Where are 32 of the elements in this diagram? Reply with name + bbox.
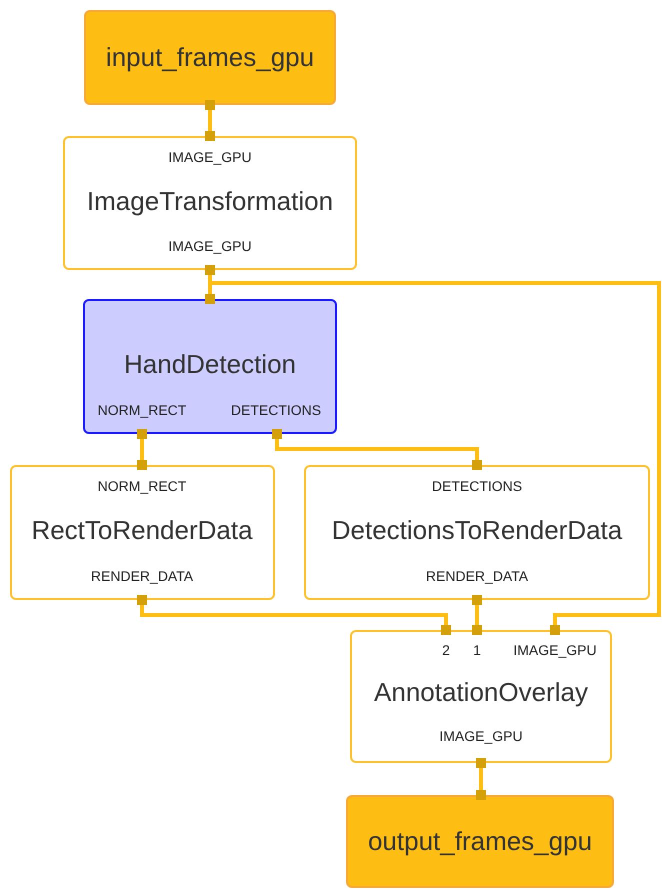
calculator-box bbox=[304, 465, 650, 600]
port-label: NORM_RECT bbox=[98, 479, 186, 493]
port-label: DETECTIONS bbox=[230, 403, 322, 417]
port-label: IMAGE_GPU bbox=[513, 643, 597, 657]
connector bbox=[137, 429, 147, 470]
calculator-box bbox=[63, 136, 357, 270]
connector bbox=[137, 595, 451, 635]
port-label: 1 bbox=[473, 643, 481, 657]
node-title: output_frames_gpu bbox=[368, 828, 592, 854]
calculator-box bbox=[83, 299, 337, 434]
node-title: AnnotationOverlay bbox=[374, 679, 588, 705]
node-title: RectToRenderData bbox=[31, 517, 253, 543]
node-title: input_frames_gpu bbox=[106, 44, 314, 70]
port-label: IMAGE_GPU bbox=[439, 729, 523, 743]
connector bbox=[476, 758, 486, 800]
node-title: ImageTransformation bbox=[86, 188, 334, 214]
connector bbox=[272, 429, 482, 470]
stream-box bbox=[84, 10, 336, 105]
port-label: IMAGE_GPU bbox=[168, 150, 252, 164]
port-label: IMAGE_GPU bbox=[168, 239, 252, 253]
port-label: DETECTIONS bbox=[432, 479, 522, 493]
port-label: RENDER_DATA bbox=[426, 569, 528, 583]
stream-box bbox=[346, 795, 614, 888]
port-label: 2 bbox=[442, 643, 450, 657]
connector bbox=[472, 595, 482, 635]
calculator-box bbox=[350, 630, 612, 763]
port-label: RENDER_DATA bbox=[90, 569, 194, 583]
connector bbox=[205, 100, 215, 141]
node-title: DetectionsToRenderData bbox=[332, 517, 622, 543]
calculator-box bbox=[10, 465, 275, 600]
port-label: NORM_RECT bbox=[98, 403, 186, 417]
node-title: HandDetection bbox=[124, 351, 296, 377]
